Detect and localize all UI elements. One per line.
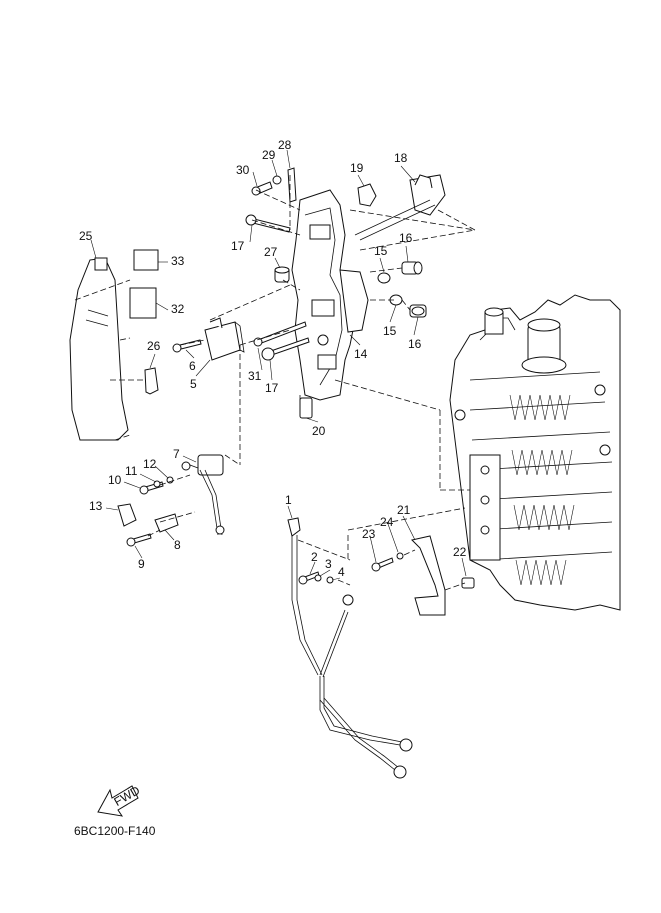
callout-13: 13 (89, 499, 103, 513)
callout-25: 25 (79, 229, 93, 243)
cap-part-13 (117, 503, 137, 527)
clip-part-8 (154, 513, 179, 533)
callout-29: 29 (262, 148, 276, 162)
bracket-clip-part-19 (357, 183, 377, 207)
clip-part-18 (354, 174, 446, 241)
clamp-part-20 (299, 397, 313, 419)
callout-24: 24 (380, 515, 394, 529)
callout-11: 11 (125, 464, 138, 478)
callout-5: 5 (190, 377, 197, 391)
ground-cable-part-1 (287, 517, 413, 779)
callout-16b: 16 (408, 337, 422, 351)
callout-7: 7 (173, 447, 180, 461)
guide-lines (74, 175, 476, 591)
callout-21: 21 (397, 503, 411, 517)
callout-19: 19 (350, 161, 364, 175)
callout-22: 22 (453, 545, 467, 559)
engine-block (449, 294, 621, 611)
bracket-part-21 (411, 535, 446, 616)
leader-lines (90, 149, 467, 581)
callout-2: 2 (311, 550, 318, 564)
callout-8: 8 (174, 538, 181, 552)
callout-6: 6 (189, 359, 196, 373)
callout-1: 1 (285, 493, 292, 507)
callout-4: 4 (338, 565, 345, 579)
pad-part-33 (133, 249, 159, 271)
callout-27: 27 (264, 245, 278, 259)
callout-labels: 1 2 3 4 5 6 7 8 9 10 11 12 13 14 15 15 1… (79, 138, 467, 579)
callout-33: 33 (171, 254, 185, 268)
fasteners-28-29-30 (251, 167, 297, 203)
diagram-code: 6BC1200-F140 (74, 824, 156, 838)
callout-9: 9 (138, 557, 145, 571)
callout-31: 31 (248, 369, 262, 383)
callout-18: 18 (394, 151, 408, 165)
callout-17a: 17 (231, 239, 245, 253)
callout-10: 10 (108, 473, 122, 487)
callout-15a: 15 (374, 244, 388, 258)
callout-15b: 15 (383, 324, 397, 338)
callout-28: 28 (278, 138, 292, 152)
callout-30: 30 (236, 163, 250, 177)
nut-part-22 (461, 577, 475, 589)
callout-3: 3 (325, 557, 332, 571)
callout-16a: 16 (399, 231, 413, 245)
coil-part-7 (181, 454, 225, 536)
callout-17b: 17 (265, 381, 279, 395)
callout-12: 12 (143, 457, 157, 471)
cover-part-25 (69, 257, 129, 441)
electrical-bracket (291, 189, 369, 401)
relay-part-5 (204, 317, 245, 361)
callout-26: 26 (147, 339, 161, 353)
pad-part-32 (129, 287, 157, 319)
fasteners-10-11-12 (139, 476, 174, 495)
callout-14: 14 (354, 347, 368, 361)
fwd-arrow: FWD (97, 783, 142, 817)
callout-20: 20 (312, 424, 326, 438)
sleeve-parts-15-16 (377, 261, 427, 318)
clip-part-26 (144, 367, 159, 395)
washer-part-24 (396, 552, 404, 560)
grommet-part-27 (274, 266, 290, 283)
callout-32: 32 (171, 302, 185, 316)
fasteners-2-3-4 (298, 571, 334, 585)
callout-23: 23 (362, 527, 376, 541)
